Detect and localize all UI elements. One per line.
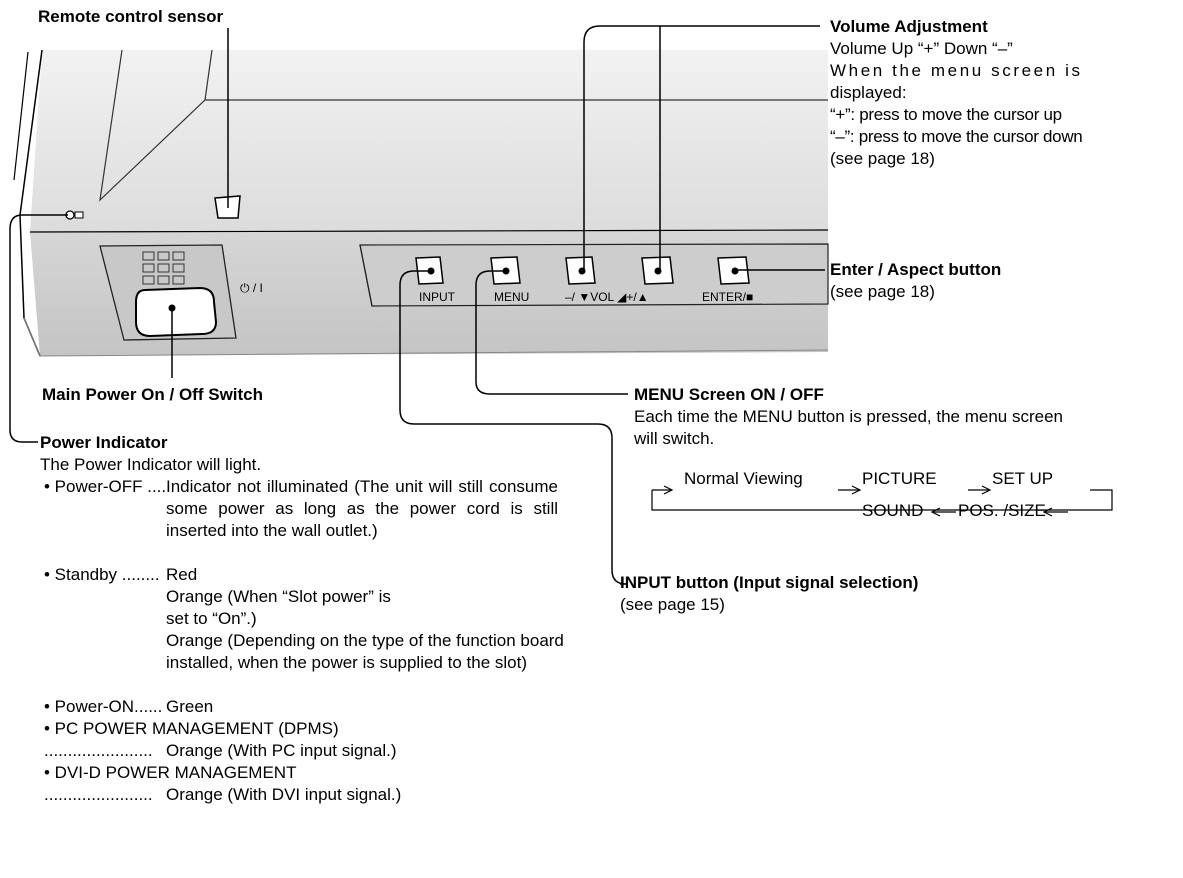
panel-label-enter: ENTER/■ [702,290,754,304]
standby-orange-board: Orange (Depending on the type of the fun… [166,631,564,672]
enter-note: (see page 18) [830,282,935,301]
power-indicator-intro: The Power Indicator will light. [40,455,262,474]
speaker-grid [142,251,185,285]
panel-label-input: INPUT [419,290,455,304]
standby-red: Red [166,565,198,584]
menu-line2: will switch. [634,429,715,448]
volume-line5: “–”: press to move the cursor down [830,127,1083,146]
dvi-power-term: • DVI-D POWER MANAGEMENT [44,763,297,782]
pc-power-dots: ....................... [44,741,153,760]
flow-normal-viewing: Normal Viewing [684,469,803,488]
input-title: INPUT button (Input signal selection) [620,573,919,592]
power-on-term: • Power-ON...... [44,697,163,716]
volume-line3: displayed: [830,83,907,102]
pc-power-desc: Orange (With PC input signal.) [166,741,397,760]
panel-label-menu: MENU [494,290,530,304]
pc-power-term: • PC POWER MANAGEMENT (DPMS) [44,719,339,738]
panel-label-volume: –/ ▼VOL ◢+/▲ [565,290,649,304]
volume-line4: “+”: press to move the cursor up [830,105,1062,124]
volume-line2: When the menu screen is [830,61,1083,80]
dvi-power-dots: ....................... [44,785,153,804]
main-power-label: Main Power On / Off Switch [42,385,264,404]
flow-sound: SOUND [862,501,924,520]
menu-line1: Each time the MENU button is pressed, th… [634,407,1063,426]
menu-title: MENU Screen ON / OFF [634,385,824,404]
volume-line1: Volume Up “+” Down “–” [830,39,1013,58]
power-on-desc: Green [166,697,214,716]
power-symbol-label: ⏻ / I [240,281,263,295]
device-top-surface [30,50,828,232]
standby-term: • Standby ........ [44,565,160,584]
standby-orange-slot: Orange (When “Slot power” is set to “On”… [166,587,391,628]
power-off-term: • Power-OFF .... [44,477,167,496]
dvi-power-desc: Orange (With DVI input signal.) [166,785,402,804]
flow-picture: PICTURE [862,469,937,488]
power-indicator-title: Power Indicator [40,433,168,452]
input-note: (see page 15) [620,595,725,614]
enter-title: Enter / Aspect button [830,260,1002,279]
remote-sensor-label: Remote control sensor [38,7,224,26]
flow-pos-size: POS. /SIZE [958,501,1046,520]
main-power-switch [135,286,218,338]
power-off-desc: Indicator not illuminated (The unit will… [166,477,558,540]
volume-line6: (see page 18) [830,149,935,168]
flow-setup: SET UP [992,469,1054,488]
volume-title: Volume Adjustment [830,17,988,36]
